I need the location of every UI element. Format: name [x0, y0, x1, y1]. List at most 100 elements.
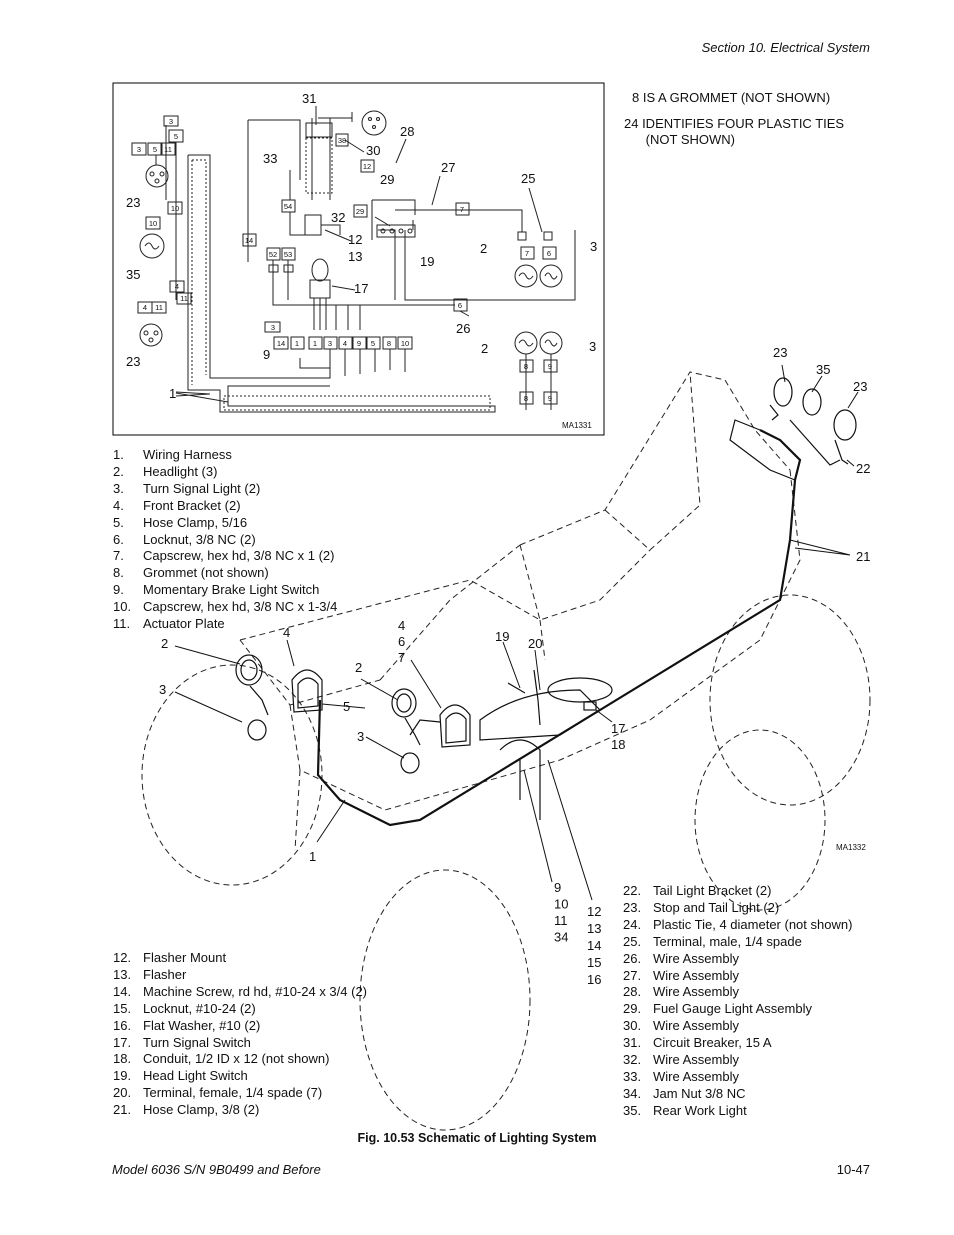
legend-item-text: Hose Clamp, 3/8 (2): [143, 1102, 260, 1118]
conn-label: 52: [269, 250, 277, 259]
legend-item-number: 14.: [113, 983, 132, 999]
legend-item-text: Circuit Breaker, 15 A: [653, 1035, 772, 1051]
section-header: Section 10. Electrical System: [701, 40, 870, 55]
legend-item-text: Plastic Tie, 4 diameter (not shown): [653, 916, 853, 932]
conn-label: 38: [338, 136, 346, 145]
conn-label: 10: [401, 339, 409, 348]
legend-item-number: 7.: [113, 548, 124, 564]
conn-label: 54: [284, 202, 292, 211]
callout: 26: [456, 321, 470, 336]
conn-label: 9: [548, 394, 552, 403]
conn-label: 10: [171, 204, 179, 213]
legend-item-number: 6.: [113, 531, 124, 547]
legend-item-number: 11.: [113, 616, 131, 632]
legend-item-number: 4.: [113, 497, 124, 513]
conn-label: 10: [149, 219, 157, 228]
legend-parts-22-35: 22.Tail Light Bracket (2)23.Stop and Tai…: [623, 883, 852, 1120]
legend-item-text: Momentary Brake Light Switch: [143, 582, 320, 598]
legend-item-number: 5.: [113, 514, 124, 530]
schematic-leaders: [175, 106, 543, 403]
legend-item-text: Flasher Mount: [143, 950, 227, 965]
vehicle-illustration: [141, 371, 871, 1131]
conn-label: 12: [363, 162, 371, 171]
legend-item-text: Capscrew, hex hd, 3/8 NC x 1 (2): [143, 548, 335, 564]
callout: 35: [126, 267, 140, 282]
legend-item-text: Conduit, 1/2 ID x 12 (not shown): [143, 1051, 330, 1067]
legend-item: 5. Hose Clamp, 5/16: [113, 515, 337, 532]
legend-item: 7. Capscrew, hex hd, 3/8 NC x 1 (2): [113, 548, 337, 565]
legend-item: 28.Wire Assembly: [623, 984, 852, 1001]
callout: 2: [480, 241, 487, 256]
legend-item-text: Wire Assembly: [653, 1052, 739, 1068]
callout: 1: [309, 849, 316, 864]
callout: 3: [159, 682, 166, 697]
note-plastic-ties: 24 IDENTIFIES FOUR PLASTIC TIES (NOT SHO…: [624, 116, 845, 147]
conn-label: 1: [295, 339, 299, 348]
conn-label: 29: [356, 207, 364, 216]
legend-item-number: 21.: [113, 1102, 132, 1118]
legend-item-text: Tail Light Bracket (2): [653, 883, 772, 898]
legend-item-number: 29.: [623, 1001, 642, 1017]
legend-item: 26. Wire Assembly: [623, 951, 852, 968]
legend-item-number: 35.: [623, 1102, 642, 1118]
harness-outline: [187, 154, 496, 413]
legend-item-text: Turn Signal Switch: [143, 1034, 251, 1050]
vehicle-callouts: 23 35 23 22 21 2 4 19 20 3 2 5 3 1 MA133…: [159, 345, 870, 864]
legend-item-text: Wire Assembly: [653, 950, 739, 966]
callout: 17: [354, 281, 368, 296]
conn-label: 14: [277, 339, 285, 348]
legend-item-number: 16.: [113, 1017, 132, 1033]
callout: 3: [357, 729, 364, 744]
legend-item: 10.Capscrew, hex hd, 3/8 NC x 1-3/4: [113, 599, 337, 616]
legend-item-text: Headlight (3): [143, 463, 218, 479]
callout: 23: [773, 345, 787, 360]
legend-item-number: 3.: [113, 480, 124, 496]
legend-item-number: 10.: [113, 599, 132, 615]
legend-item-text: Fuel Gauge Light Assembly: [653, 1001, 812, 1017]
legend-item: 30.Wire Assembly: [623, 1018, 852, 1035]
conn-label: 5: [153, 145, 157, 154]
legend-item-text: Wiring Harness: [143, 447, 232, 462]
legend-item: 19.Head Light Switch: [113, 1068, 367, 1085]
legend-item-text: Hose Clamp, 5/16: [143, 514, 248, 530]
legend-item-number: 23.: [623, 899, 642, 915]
conn-label: 6: [547, 249, 551, 258]
legend-item: 6.Locknut, 3/8 NC (2): [113, 532, 337, 549]
conn-label: 3: [137, 145, 141, 154]
legend-item-number: 2.: [113, 463, 124, 479]
callout: 21: [856, 549, 870, 564]
conn-label: 3: [271, 323, 275, 332]
legend-item-text: Terminal, female, 1/4 spade (7): [143, 1085, 323, 1101]
legend-item: 20.Terminal, female, 1/4 spade (7): [113, 1085, 367, 1102]
conn-label: 9: [548, 362, 552, 371]
schematic-connector-labels: 3 5 3 5 11 10 10 4 11 4 11 38 12 54 29 1…: [137, 117, 552, 403]
callout: 28: [400, 124, 414, 139]
legend-item: 16.Flat Washer, #10 (2): [113, 1018, 367, 1035]
callout: 3: [590, 239, 597, 254]
legend-item-number: 31.: [623, 1035, 642, 1051]
conn-label: 4: [143, 303, 147, 312]
conn-label: 11: [155, 303, 163, 312]
callout: 35: [816, 362, 830, 377]
legend-item: 32.Wire Assembly: [623, 1052, 852, 1069]
legend-item-text: Turn Signal Light (2): [143, 480, 261, 496]
legend-item-number: 17.: [113, 1034, 132, 1050]
conn-label: 8: [387, 339, 391, 348]
conn-label: 53: [284, 250, 292, 259]
legend-item: 17. Turn Signal Switch: [113, 1035, 367, 1052]
legend-item-text: Terminal, male, 1/4 spade: [653, 933, 802, 949]
legend-item-text: Front Bracket (2): [143, 497, 241, 513]
legend-item-text: Rear Work Light: [653, 1102, 747, 1118]
legend-item-text: Wire Assembly: [653, 1018, 739, 1034]
legend-item: 22.Tail Light Bracket (2): [623, 883, 852, 900]
schematic-inset: [112, 82, 605, 436]
legend-item-text: Wire Assembly: [653, 984, 739, 1000]
legend-item-number: 26.: [623, 950, 642, 966]
legend-item-number: 9.: [113, 582, 124, 598]
callout: 32: [331, 210, 345, 225]
